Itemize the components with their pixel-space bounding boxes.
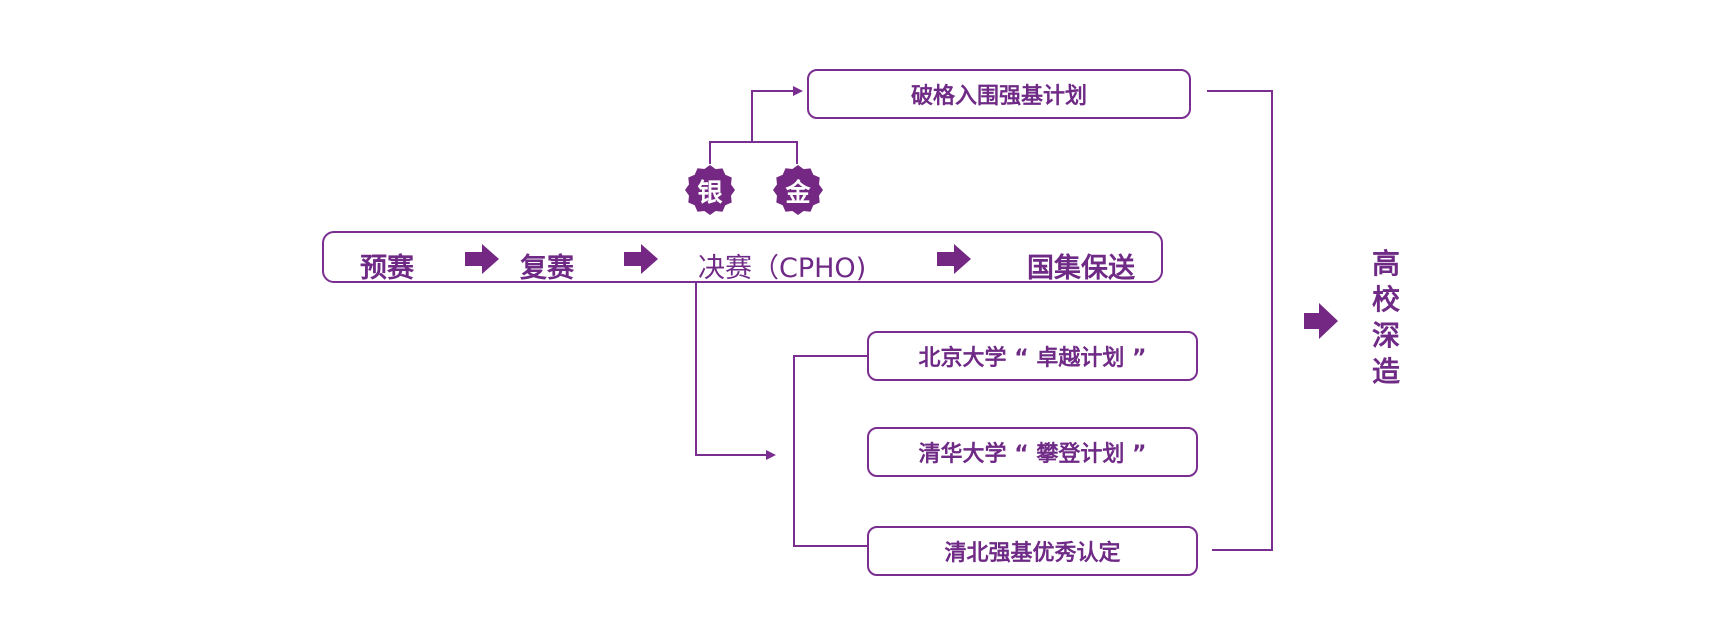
stage-final-cpho: 决赛（CPHO) (698, 253, 867, 284)
gold-medal: 金 (772, 164, 824, 216)
gold-medal-label: 金 (785, 178, 811, 207)
thu-plan-box: 清华大学 “ 攀登计划 ” (867, 427, 1198, 477)
silver-medal-label: 银 (697, 178, 723, 207)
arrowhead-plans (766, 450, 776, 460)
outcome-label: 高校深造 (1371, 247, 1400, 388)
stage-preliminary: 预赛 (360, 253, 414, 284)
strong-base-plan-box: 清北强基优秀认定 (867, 526, 1198, 576)
pku-plan-box: 北京大学 “ 卓越计划 ” (867, 331, 1198, 381)
strong-base-plan-label: 清北强基优秀认定 (944, 541, 1121, 566)
connector-medals-to-top-plan (709, 90, 798, 164)
right-arrow-icon (624, 244, 658, 274)
top-plan-box: 破格入围强基计划 (807, 69, 1191, 119)
competition-stages-box: 预赛 复赛 决赛（CPHO) 国集保送 (322, 231, 1163, 284)
silver-medal: 银 (684, 164, 736, 216)
connector-plans-bracket (793, 355, 867, 547)
right-arrow-icon (937, 244, 971, 274)
connector-main-to-plans (695, 283, 766, 456)
right-arrow-icon (465, 244, 499, 274)
pku-plan-label: 北京大学 “ 卓越计划 ” (918, 346, 1147, 371)
arrowhead-top-plan (793, 86, 803, 96)
top-plan-label: 破格入围强基计划 (910, 84, 1087, 109)
starburst-badge-icon (685, 165, 735, 215)
right-arrow-icon (1304, 303, 1338, 339)
thu-plan-label: 清华大学 “ 攀登计划 ” (918, 442, 1147, 467)
stage-national-team: 国集保送 (1027, 253, 1135, 284)
connector-top-to-outcome (1207, 90, 1273, 551)
stage-semifinal: 复赛 (520, 253, 574, 284)
starburst-badge-icon (773, 165, 823, 215)
